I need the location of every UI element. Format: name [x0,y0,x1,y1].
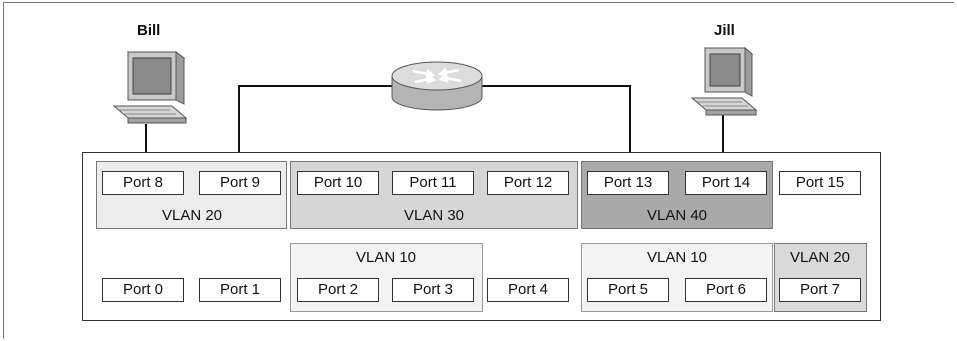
port-15: Port 15 [779,171,861,195]
port-13: Port 13 [587,171,669,195]
vlan-label-30: VLAN 30 [403,207,465,224]
port-12: Port 12 [487,171,569,195]
port-7: Port 7 [779,278,861,302]
port-10: Port 10 [297,171,379,195]
port-6: Port 6 [685,278,767,302]
vlan-label-40: VLAN 40 [646,207,708,224]
vlan-label-20-bottom: VLAN 20 [789,249,851,266]
vlan-label-10-right: VLAN 10 [646,249,708,266]
port-14: Port 14 [685,171,767,195]
figure-frame [3,2,954,339]
vlan-label-10-mid: VLAN 10 [355,249,417,266]
link-router-port13 [482,85,631,167]
port-0: Port 0 [102,278,184,302]
port-11: Port 11 [392,171,474,195]
computer-icon-bill [112,51,188,124]
port-2: Port 2 [297,278,379,302]
port-3: Port 3 [392,278,474,302]
port-4: Port 4 [487,278,569,302]
host-label-bill: Bill [137,22,161,39]
vlan-label-20-top: VLAN 20 [161,207,223,224]
port-1: Port 1 [199,278,281,302]
router-icon-shape [391,61,483,111]
host-label-jill: Jill [714,22,735,39]
port-8: Port 8 [102,171,184,195]
link-port9-router [238,85,392,167]
computer-icon-jill [690,46,758,116]
port-5: Port 5 [587,278,669,302]
port-9: Port 9 [199,171,281,195]
